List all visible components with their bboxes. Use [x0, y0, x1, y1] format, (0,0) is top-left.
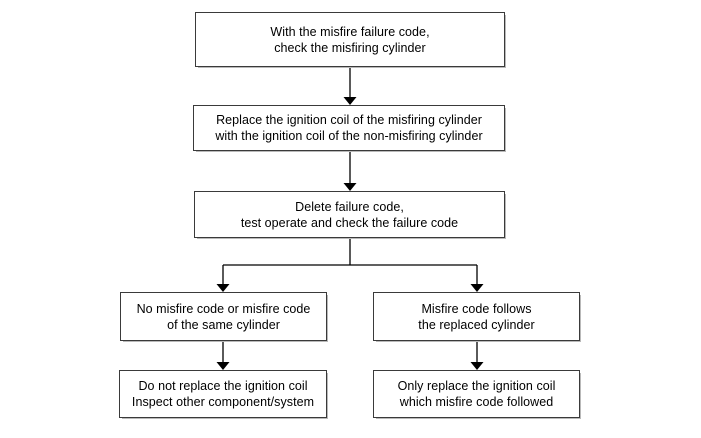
- flow-node-step3-label: Delete failure code, test operate and ch…: [240, 199, 459, 230]
- flow-node-branch-right-result[interactable]: Only replace the ignition coil which mis…: [373, 370, 580, 418]
- flow-node-step3[interactable]: Delete failure code, test operate and ch…: [194, 191, 505, 238]
- flow-node-step1[interactable]: With the misfire failure code, check the…: [195, 12, 505, 67]
- flow-node-branch-right-condition[interactable]: Misfire code follows the replaced cylind…: [373, 292, 580, 341]
- connector-split-to-left-condition: [216, 265, 230, 292]
- flow-node-branch-left-condition[interactable]: No misfire code or misfire code of the s…: [120, 292, 327, 341]
- flow-node-branch-left-result[interactable]: Do not replace the ignition coil Inspect…: [119, 370, 327, 418]
- connector-right-condition-to-result: [470, 341, 484, 370]
- flow-node-branch-right-result-label: Only replace the ignition coil which mis…: [397, 379, 556, 409]
- connector-step1-to-step2: [343, 67, 357, 105]
- flow-node-step2[interactable]: Replace the ignition coil of the misfiri…: [193, 105, 505, 151]
- connector-split-to-right-condition: [470, 265, 484, 292]
- flow-node-branch-left-result-label: Do not replace the ignition coil Inspect…: [131, 379, 315, 409]
- connector-step2-to-step3: [343, 151, 357, 191]
- flow-node-branch-left-condition-label: No misfire code or misfire code of the s…: [136, 301, 311, 332]
- flow-node-branch-right-condition-label: Misfire code follows the replaced cylind…: [418, 301, 535, 332]
- connector-left-condition-to-result: [216, 341, 230, 370]
- flow-node-step2-label: Replace the ignition coil of the misfiri…: [215, 113, 483, 143]
- connector-step3-split: [223, 238, 477, 266]
- flow-node-step1-label: With the misfire failure code, check the…: [270, 24, 430, 55]
